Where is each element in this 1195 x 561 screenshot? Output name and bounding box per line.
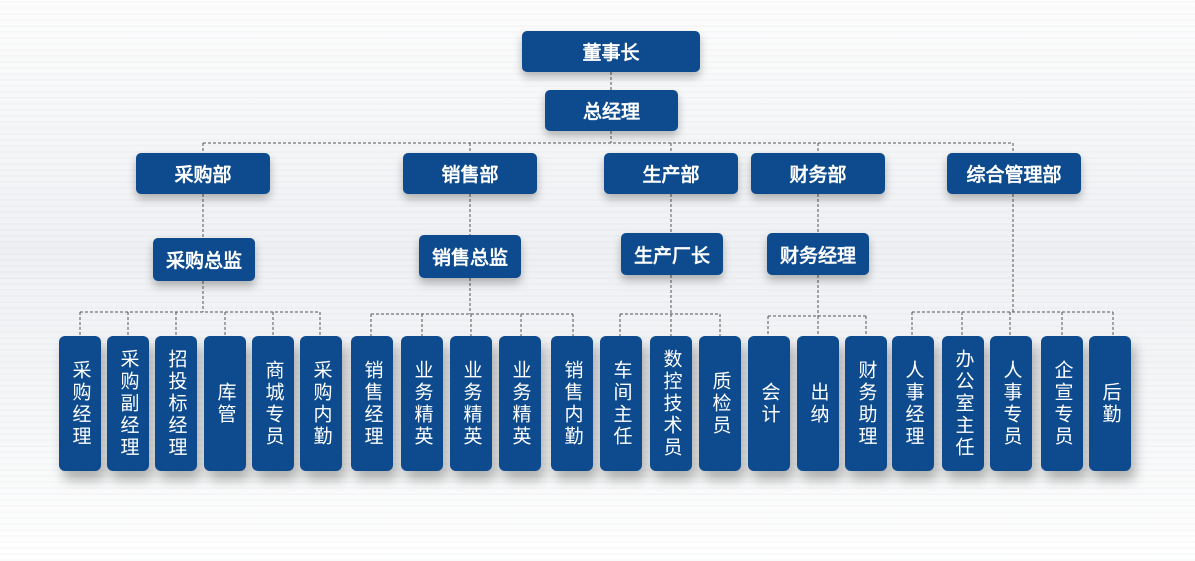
role-label: 采购经理 xyxy=(69,359,92,448)
head-production-label: 生产厂长 xyxy=(633,244,710,267)
role-label: 质检员 xyxy=(709,370,732,437)
head-purchasing-label: 采购总监 xyxy=(165,250,242,272)
role-box: 招投标经理 xyxy=(155,336,197,471)
head-finance-label: 财务经理 xyxy=(779,244,856,267)
role-box: 出纳 xyxy=(797,336,839,471)
role-box: 业务精英 xyxy=(450,336,492,471)
role-box: 库管 xyxy=(204,336,246,471)
dept-sales-box: 销售部 xyxy=(403,153,537,194)
role-box: 质检员 xyxy=(699,336,741,471)
role-label: 会计 xyxy=(758,381,781,426)
head-sales-label: 销售总监 xyxy=(431,247,508,269)
role-label: 企宣专员 xyxy=(1051,359,1074,448)
role-box: 销售内勤 xyxy=(551,336,593,471)
role-label: 库管 xyxy=(214,381,237,426)
dept-purchasing-label: 采购部 xyxy=(174,164,232,186)
role-label: 业务精英 xyxy=(460,359,483,448)
dept-production-box: 生产部 xyxy=(604,153,738,194)
role-label: 采购副经理 xyxy=(117,348,140,459)
role-box: 办公室主任 xyxy=(942,336,984,471)
role-box: 采购内勤 xyxy=(300,336,342,471)
role-label: 后勤 xyxy=(1099,381,1122,426)
role-label: 商城专员 xyxy=(262,359,285,448)
role-label: 车间主任 xyxy=(610,359,633,448)
dept-purchasing-box: 采购部 xyxy=(136,153,270,194)
role-label: 人事经理 xyxy=(902,359,925,448)
role-box: 人事专员 xyxy=(990,336,1032,471)
role-box: 财务助理 xyxy=(845,336,887,471)
role-box: 人事经理 xyxy=(892,336,934,471)
role-box: 企宣专员 xyxy=(1041,336,1083,471)
general-manager-label: 总经理 xyxy=(582,101,640,123)
role-box: 采购副经理 xyxy=(107,336,149,471)
chairman-label: 董事长 xyxy=(582,42,640,64)
role-box: 数控技术员 xyxy=(650,336,692,471)
role-box: 商城专员 xyxy=(252,336,294,471)
dept-production-label: 生产部 xyxy=(642,164,700,186)
role-box: 采购经理 xyxy=(59,336,101,471)
role-label: 招投标经理 xyxy=(165,348,188,459)
role-label: 办公室主任 xyxy=(952,348,975,459)
dept-general-admin-box: 综合管理部 xyxy=(947,153,1081,194)
dept-finance-label: 财务部 xyxy=(789,164,847,186)
role-label: 业务精英 xyxy=(509,359,532,448)
head-sales-box: 销售总监 xyxy=(419,235,521,278)
role-label: 销售内勤 xyxy=(561,359,584,448)
role-box: 车间主任 xyxy=(600,336,642,471)
head-production-box: 生产厂长 xyxy=(621,233,723,275)
role-label: 人事专员 xyxy=(1000,359,1023,448)
dept-finance-box: 财务部 xyxy=(751,153,885,194)
head-finance-box: 财务经理 xyxy=(767,233,869,275)
role-box: 会计 xyxy=(748,336,790,471)
role-label: 业务精英 xyxy=(411,359,434,448)
role-label: 销售经理 xyxy=(361,359,384,448)
role-label: 采购内勤 xyxy=(310,359,333,448)
head-purchasing-box: 采购总监 xyxy=(153,238,255,281)
dept-general-admin-label: 综合管理部 xyxy=(966,164,1062,186)
dept-sales-label: 销售部 xyxy=(441,164,499,186)
role-label: 数控技术员 xyxy=(660,348,683,459)
role-box: 业务精英 xyxy=(499,336,541,471)
chairman-box: 董事长 xyxy=(522,31,700,72)
role-box: 业务精英 xyxy=(401,336,443,471)
role-label: 出纳 xyxy=(807,381,830,426)
role-box: 销售经理 xyxy=(351,336,393,471)
general-manager-box: 总经理 xyxy=(545,90,678,131)
role-box: 后勤 xyxy=(1089,336,1131,471)
role-label: 财务助理 xyxy=(855,359,878,448)
